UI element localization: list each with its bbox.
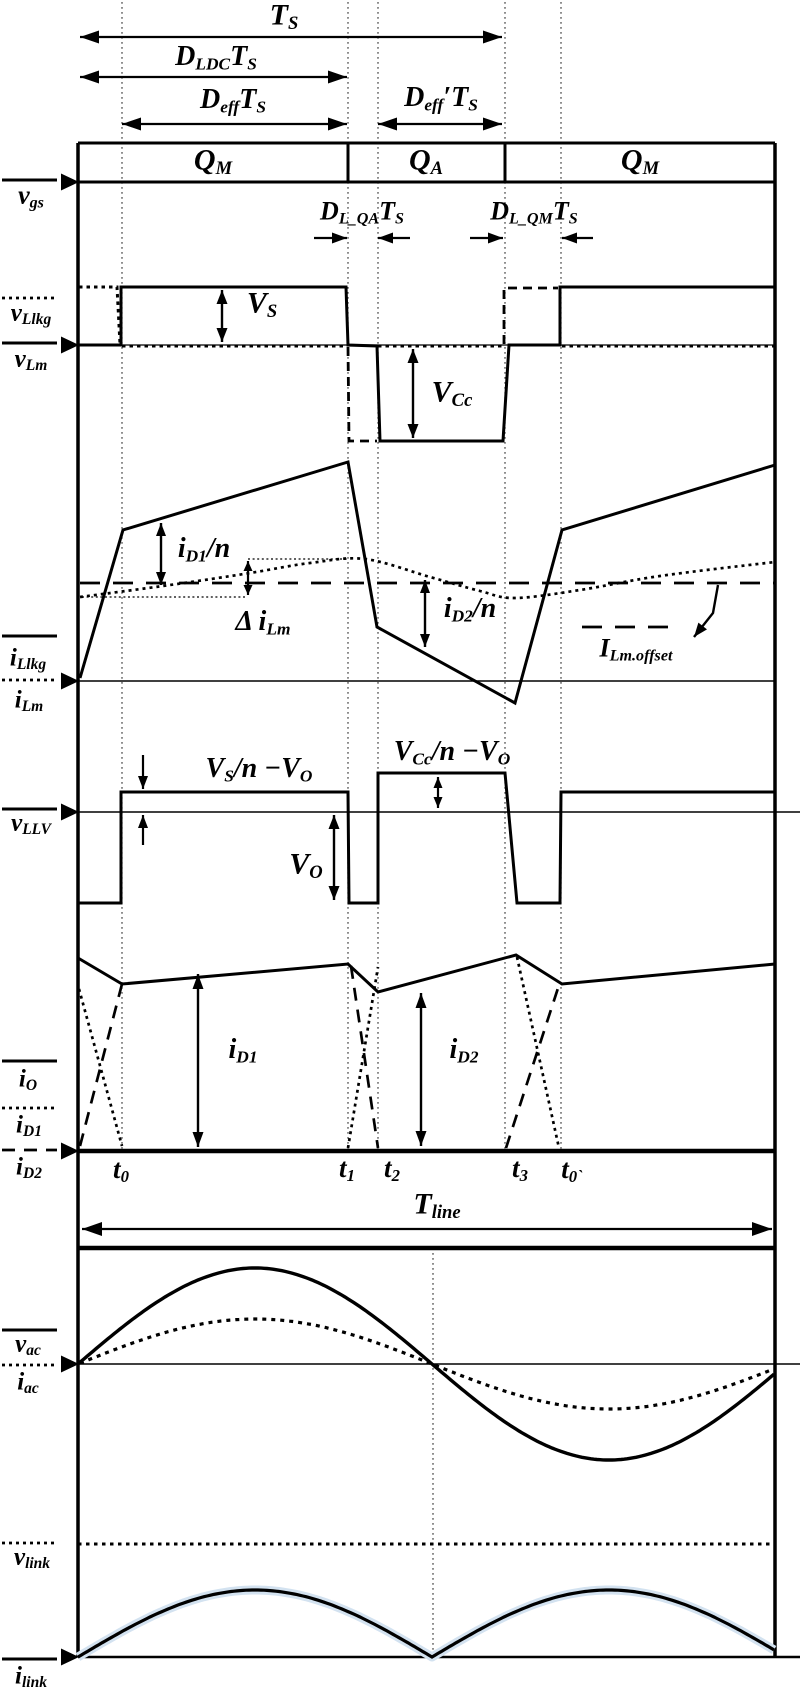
v-llkg-pos-pulse [502,286,558,344]
i-d1-fall-t0 [77,988,124,1147]
i-d2-rise-t0 [78,983,124,1147]
axis-arrowhead-y1364 [61,1355,79,1373]
delta-ilm-arrow-head [243,561,253,571]
i-link-curve [77,1588,775,1659]
deff-ts-arrow-head [328,117,347,131]
ilm-offset-pointer-head [694,622,708,637]
dldc-ts-arrow-head [80,70,99,84]
dlqm-left-arrow-head [562,232,577,244]
vsn-vo-down-arrow-head [138,776,148,789]
vcc-arrow-head [407,349,419,363]
vo-arrow-head [328,815,340,829]
axis-arrowhead-y1151 [61,1142,79,1160]
i-d1-rise-t1 [346,966,380,1149]
axis-arrowhead-y345 [61,336,79,354]
v-llkg-top-left [79,285,122,345]
axis-arrowhead-y182 [61,173,79,191]
i-d1-fall-t3 [515,956,561,1149]
id1n-arrow-head [156,572,166,585]
dlqa-left-arrow-head [378,232,393,244]
i-d2-fall-t1 [349,965,380,1149]
ts-arrow-head [80,30,99,44]
axis-arrowhead-y812 [61,803,79,821]
id1-arrow-head [192,974,204,989]
vs-arrow-head [216,328,228,342]
id2-arrow-head [415,1131,427,1146]
v-llkg-neg-pulse [346,346,377,443]
deff-prime-ts-arrow-head [378,117,397,131]
v-lm-wave [78,285,775,443]
id2-arrow-head [415,993,427,1008]
id2n-arrow-head [420,634,430,647]
i-lm-wave [79,556,776,600]
tline-arrow-head [752,1222,772,1236]
i-o-wave [77,953,776,994]
vs-arrow-head [216,290,228,304]
i-d2-rise-t3 [504,981,562,1149]
id1-arrow-head [192,1132,204,1147]
vcc-arrow-head [407,424,419,438]
vo-arrow-head [328,886,340,900]
id1n-arrow-head [156,523,166,536]
ts-arrow-head [483,30,502,44]
vccn-vo-arrow-head [433,777,443,788]
deff-ts-arrow-head [122,117,141,131]
vccn-vo-arrow-head [433,797,443,808]
dldc-ts-arrow-head [328,70,347,84]
i-llkg-wave [78,460,776,706]
axis-arrowhead-y681 [61,672,79,690]
dlqa-right-arrow-head [332,232,347,244]
v-ac-curve [76,1266,776,1462]
id2n-arrow-head [420,580,430,593]
tline-arrow-head [82,1222,102,1236]
dlqm-right-arrow-head [488,232,503,244]
v-llv-wave [78,771,775,905]
axis-arrowhead-y1657 [61,1648,79,1666]
deff-prime-ts-arrow-head [483,117,502,131]
vsn-vo-up-arrow-head [138,815,148,828]
delta-ilm-arrow-head [243,585,253,595]
